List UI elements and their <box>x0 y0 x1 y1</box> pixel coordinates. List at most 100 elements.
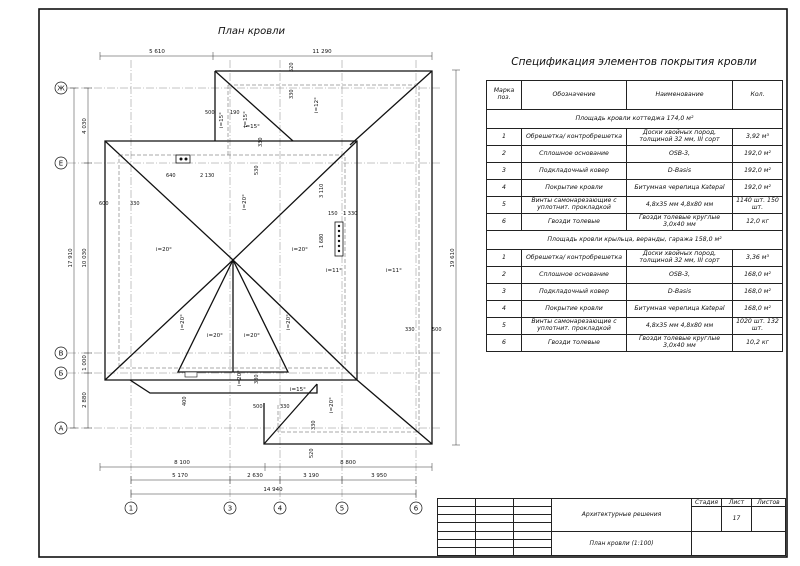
axis-bubbles-letters: Ж Е В Б А <box>54 81 68 435</box>
spec-header-row: Марка поз. Обозначение Наименование Кол. <box>486 80 783 110</box>
inner-dimensions: 640 2 130 600 330 500 190 3 110 150 1 33… <box>99 62 442 458</box>
porch-step <box>184 371 198 378</box>
axis-bubbles-numbers: 1 3 4 5 6 <box>124 501 423 515</box>
dim-500r: 500 <box>432 327 442 333</box>
slope-label: i=20° <box>207 333 223 339</box>
sheet-number: 17 <box>721 506 752 532</box>
dim-top-2: 11 290 <box>312 49 332 55</box>
dim-bottom-1b: 8 800 <box>340 460 356 466</box>
axis-label-b: Б <box>59 370 64 378</box>
dim-left-outer: 17 910 <box>68 248 74 268</box>
dim-520t: 520 <box>289 62 295 72</box>
spec-cell-desc: Доски хвойных пород, толщиной 32 мм, III… <box>626 249 733 267</box>
spec-cell-pos: 1 <box>486 128 522 146</box>
slope-label: i=15° <box>244 124 260 130</box>
dim-330c: 330 <box>258 137 264 147</box>
roof-outline <box>104 70 433 445</box>
spec-cell-desc: OSB-3, <box>626 145 733 163</box>
slope-label: i=20° <box>237 370 243 386</box>
slope-label: i=20° <box>156 247 172 253</box>
slope-label: i=20° <box>242 194 248 210</box>
axis-label-1: 1 <box>129 505 133 513</box>
axis-label-v: В <box>59 350 64 358</box>
sheet-label: Лист <box>721 497 752 508</box>
dim-bottom-2c: 3 190 <box>303 473 319 479</box>
spec-cell-name: Обрешетка/ контробрешетка <box>521 128 627 146</box>
dim-top-1: 5 610 <box>149 49 165 55</box>
slope-label: i=20° <box>286 314 292 330</box>
spec-cell-desc: Битумная черепица Katepal <box>626 179 733 197</box>
dim-1330: 1 330 <box>343 211 357 217</box>
slope-label: i=20° <box>244 333 260 339</box>
dim-500b: 500 <box>253 404 263 410</box>
dim-190: 190 <box>230 110 240 116</box>
dim-640: 640 <box>166 173 176 179</box>
spec-cell-qty: 168,0 м² <box>732 300 783 318</box>
dim-330b: 330 <box>280 404 290 410</box>
axis-label-4: 4 <box>278 505 283 513</box>
spec-cell-name: Сплошное основание <box>521 266 627 284</box>
chimney-icon <box>175 154 191 164</box>
spec-cell-name: Покрытие кровли <box>521 300 627 318</box>
spec-cell-desc: 4,8х35 мм 4,8х80 мм <box>626 196 733 214</box>
skylight-icon <box>334 221 344 257</box>
dim-bottom-total: 14 940 <box>263 487 283 493</box>
slope-label: i=12° <box>314 97 320 113</box>
dim-500a: 500 <box>205 110 215 116</box>
spec-header-name: Обозначение <box>521 80 627 110</box>
dim-left-1: 4 030 <box>82 118 88 134</box>
spec-cell-qty: 3,36 м³ <box>732 249 783 267</box>
spec-cell-name: Подкладочный ковер <box>521 283 627 301</box>
spec-cell-desc: 4,8х35 мм 4,8х80 мм <box>626 317 733 335</box>
spec-cell-pos: 3 <box>486 283 522 301</box>
spec-cell-pos: 4 <box>486 300 522 318</box>
spec-cell-qty: 3,92 м³ <box>732 128 783 146</box>
dim-330d: 330 <box>311 420 317 430</box>
spec-cell-pos: 6 <box>486 334 522 352</box>
drawing-name: План кровли (1:100) <box>551 530 692 557</box>
dim-bottom-2a: 5 170 <box>172 473 188 479</box>
dim-3110: 3 110 <box>319 184 325 198</box>
axis-label-e: Е <box>59 160 63 168</box>
spec-cell-qty: 168,0 м² <box>732 266 783 284</box>
spec-cell-desc: Гвозди толевые круглые 3,0х40 мм <box>626 334 733 352</box>
dim-330a: 330 <box>130 201 140 207</box>
sheet-frame <box>38 8 788 558</box>
dim-left-2: 10 030 <box>82 248 88 268</box>
grid-axes <box>68 60 440 500</box>
section-name: Архитектурные решения <box>551 498 692 532</box>
spec-section-row: Площадь кровли коттеджа 174,0 м² <box>486 109 783 129</box>
spec-table: Марка поз. Обозначение Наименование Кол.… <box>486 80 783 352</box>
dimension-lines <box>70 52 460 498</box>
spec-cell-pos: 3 <box>486 162 522 180</box>
dim-520: 520 <box>309 448 315 458</box>
wall-lines <box>118 84 420 433</box>
slope-label: i=20° <box>329 397 335 413</box>
dim-bottom-2b: 2 630 <box>247 473 263 479</box>
slope-label: i=15° <box>219 112 225 128</box>
dim-left-3: 1 000 <box>82 355 88 371</box>
spec-cell-desc: D-Basis <box>626 162 733 180</box>
spec-cell-pos: 5 <box>486 196 522 214</box>
slope-label: i=20° <box>292 247 308 253</box>
axis-label-6: 6 <box>414 505 419 513</box>
spec-header-qty: Кол. <box>732 80 783 110</box>
dim-380: 380 <box>254 374 260 384</box>
spec-cell-desc: D-Basis <box>626 283 733 301</box>
axis-label-3: 3 <box>228 505 232 513</box>
spec-cell-desc: Доски хвойных пород, толщиной 32 мм, III… <box>626 128 733 146</box>
dim-330r: 330 <box>405 327 415 333</box>
slope-labels: i=20° i=20° i=20° i=20° i=20° i=20° i=20… <box>156 97 402 413</box>
spec-section-title: Площадь кровли коттеджа 174,0 м² <box>486 109 783 129</box>
spec-cell-qty: 12,0 кг <box>732 213 783 231</box>
dim-right: 19 610 <box>450 248 456 268</box>
